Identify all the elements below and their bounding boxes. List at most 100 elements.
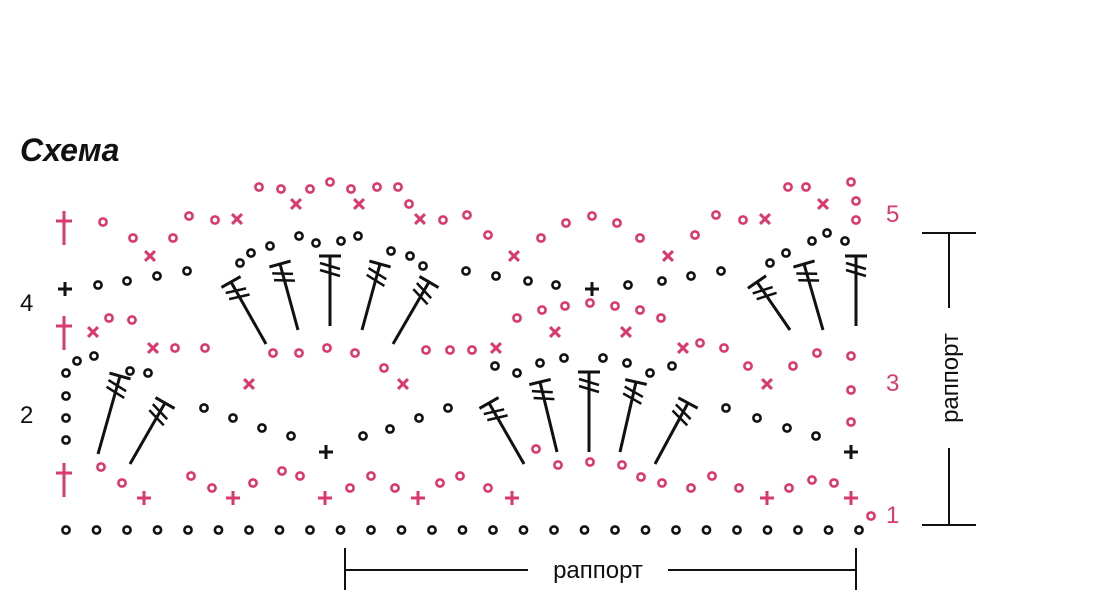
chain-stitch-icon: [657, 276, 667, 286]
chain-stitch-icon: [854, 525, 864, 535]
single-crochet-icon: [230, 212, 244, 226]
chain-stitch-icon: [443, 403, 453, 413]
chain-stitch-icon: [490, 361, 500, 371]
chain-stitch-icon: [667, 361, 677, 371]
chain-stitch-icon: [656, 313, 666, 323]
chain-stitch-icon: [200, 343, 210, 353]
chain-stitch-icon: [851, 196, 861, 206]
chain-stitch-icon: [610, 301, 620, 311]
chain-stitch-icon: [186, 471, 196, 481]
chain-stitch-icon: [807, 236, 817, 246]
chain-stitch-icon: [866, 511, 876, 521]
chain-stitch-icon: [274, 525, 285, 535]
chain-stitch-icon: [91, 525, 102, 535]
chain-stitch-icon: [840, 236, 850, 246]
chain-stitch-icon: [719, 343, 729, 353]
chain-stitch-icon: [244, 525, 254, 535]
double-crochet-icon: [618, 378, 648, 453]
chain-stitch-icon: [467, 345, 477, 355]
chain-stitch-icon: [617, 460, 627, 470]
single-crochet-icon: [548, 325, 562, 339]
chain-stitch-icon: [811, 431, 821, 441]
chain-stitch-icon: [372, 182, 382, 192]
chain-stitch-icon: [414, 413, 424, 423]
chain-stitch-icon: [143, 368, 153, 378]
chain-stitch-icon: [636, 472, 646, 482]
chain-stitch-icon: [404, 199, 414, 209]
chain-stitch-icon: [335, 525, 346, 535]
chain-stitch-icon: [822, 228, 832, 238]
single-crochet-icon: [143, 249, 157, 263]
chain-stitch-icon: [213, 525, 224, 535]
chain-stitch-icon: [455, 471, 465, 481]
chain-stitch-icon: [579, 525, 590, 535]
chain-stitch-icon: [421, 345, 431, 355]
chain-stitch-icon: [585, 298, 595, 308]
chain-stitch-icon: [765, 258, 775, 268]
single-crochet-icon: [242, 377, 256, 391]
double-crochet-icon: [319, 254, 341, 326]
chain-stitch-icon: [535, 358, 545, 368]
double-crochet-icon: [578, 370, 600, 452]
single-crochet-icon: [396, 377, 410, 391]
chain-stitch-icon: [277, 466, 287, 476]
single-crochet-icon: [489, 341, 503, 355]
chain-stitch-icon: [405, 251, 415, 261]
chain-stitch-icon: [183, 525, 193, 535]
double-crochet-icon: [391, 275, 440, 345]
chain-stitch-icon: [98, 217, 108, 227]
chain-stitch-icon: [122, 276, 132, 286]
row-label-1: 1: [886, 502, 899, 529]
chain-stitch-icon: [122, 525, 132, 535]
chain-stitch-icon: [743, 361, 753, 371]
single-crochet-icon: [146, 341, 160, 355]
chain-stitch-icon: [257, 423, 267, 433]
chain-stitch-icon: [254, 182, 264, 192]
chain-stitch-icon: [537, 305, 547, 315]
chain-stitch-icon: [152, 271, 162, 281]
chain-stitch-icon: [716, 266, 726, 276]
double-crochet-icon: [96, 371, 131, 455]
double-crochet-icon: [653, 396, 699, 465]
row-label-4: 4: [20, 290, 33, 317]
chain-stitch-icon: [752, 413, 762, 423]
chain-stitch-icon: [152, 525, 163, 535]
chain-stitch-icon: [483, 483, 493, 493]
chain-stitch-icon: [305, 525, 315, 535]
chain-stitch-icon: [386, 246, 396, 256]
double-crochet-icon: [128, 396, 176, 465]
chain-stitch-icon: [305, 184, 315, 194]
chain-stitch-icon: [93, 280, 103, 290]
chain-stitch-icon: [286, 431, 296, 441]
chain-stitch-icon: [536, 233, 546, 243]
chain-stitch-icon: [598, 353, 608, 363]
chain-stitch-icon: [793, 525, 803, 535]
chain-stitch-icon: [512, 313, 522, 323]
chain-stitch-icon: [846, 177, 856, 187]
chain-stitch-icon: [104, 313, 114, 323]
chain-stitch-icon: [438, 215, 448, 225]
chain-stitch-icon: [358, 431, 368, 441]
chain-stitch-icon: [829, 478, 839, 488]
chain-stitch-icon: [635, 233, 645, 243]
chain-stitch-icon: [199, 403, 209, 413]
chain-stitch-icon: [350, 348, 360, 358]
turning-chain-icon: [56, 316, 72, 350]
chain-stitch-icon: [549, 525, 559, 535]
chain-stitch-icon: [645, 368, 655, 378]
single-crochet-icon: [844, 445, 858, 459]
rapport-horizontal-label: раппорт: [553, 557, 643, 584]
chain-stitch-icon: [783, 182, 793, 192]
chain-stitch-icon: [265, 241, 275, 251]
chain-stitch-icon: [623, 280, 633, 290]
chain-stitch-icon: [640, 525, 651, 535]
chain-stitch-icon: [435, 478, 445, 488]
chain-stitch-icon: [366, 525, 376, 535]
turning-chain-icon: [56, 463, 72, 497]
single-crochet-icon: [411, 491, 425, 505]
chain-stitch-icon: [483, 230, 493, 240]
chain-stitch-icon: [210, 215, 220, 225]
chain-stitch-icon: [622, 358, 632, 368]
chain-stitch-icon: [61, 435, 71, 445]
